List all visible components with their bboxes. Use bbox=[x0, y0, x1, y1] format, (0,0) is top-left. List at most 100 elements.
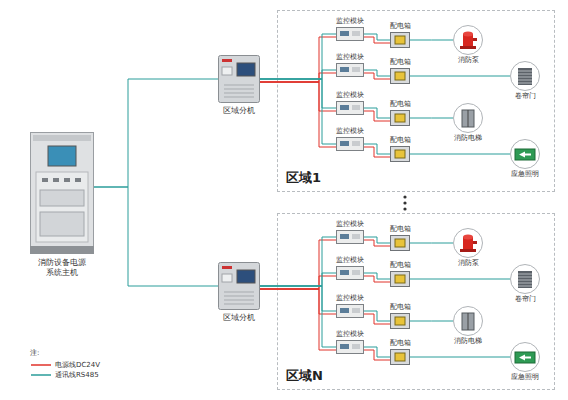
node-label: 监控模块 bbox=[336, 127, 364, 136]
shape-outline bbox=[336, 230, 364, 244]
device-circle: 应急照明 bbox=[510, 342, 540, 372]
distribution-box: 配电箱 bbox=[390, 68, 410, 84]
comm-line bbox=[94, 79, 218, 187]
cabinet-button bbox=[42, 178, 48, 182]
wire-connector bbox=[260, 286, 336, 350]
door-slat bbox=[518, 280, 532, 281]
comm-line bbox=[410, 76, 510, 77]
legend: 电源线DC24V通讯线RS485 bbox=[30, 360, 100, 380]
wire-connector bbox=[260, 237, 336, 289]
shape-outline bbox=[336, 63, 364, 77]
device-circle-outline bbox=[454, 307, 483, 336]
node-label: 配电箱 bbox=[390, 303, 411, 312]
node-label: 应急照明 bbox=[511, 170, 539, 178]
device-circle: 卷帘门 bbox=[510, 264, 540, 294]
wire-connector bbox=[260, 273, 336, 289]
lift-body bbox=[462, 110, 474, 127]
node-label: 配电箱 bbox=[390, 225, 411, 234]
door-slat bbox=[518, 77, 532, 78]
module-terminal bbox=[352, 308, 360, 313]
monitor-module: 监控模块 bbox=[336, 137, 364, 151]
box-breaker bbox=[395, 317, 405, 325]
power-line bbox=[364, 37, 390, 43]
box-body bbox=[391, 69, 410, 84]
unit-vent bbox=[224, 89, 254, 90]
unit-vent bbox=[224, 292, 254, 293]
door-body bbox=[518, 68, 532, 85]
cabinet-module bbox=[40, 212, 84, 236]
unit-logo bbox=[222, 266, 232, 269]
unit-body bbox=[219, 263, 260, 310]
module-body bbox=[337, 231, 364, 244]
comm-line bbox=[260, 286, 336, 347]
distribution-box: 配电箱 bbox=[390, 110, 410, 126]
shape-outline bbox=[218, 55, 260, 103]
monitor-module: 监控模块 bbox=[336, 304, 364, 318]
comm-line bbox=[260, 273, 336, 286]
ellipsis-dot bbox=[403, 201, 406, 204]
module-terminal bbox=[352, 67, 360, 72]
module-body bbox=[337, 267, 364, 280]
shape-outline bbox=[510, 342, 540, 372]
comm-line bbox=[364, 347, 390, 357]
shape-outline bbox=[390, 271, 410, 287]
shape-outline bbox=[510, 61, 540, 91]
cabinet-module bbox=[40, 190, 84, 206]
shape-outline bbox=[30, 132, 94, 254]
power-line bbox=[364, 350, 390, 360]
monitor-module: 监控模块 bbox=[336, 340, 364, 354]
pump-base bbox=[460, 249, 476, 252]
shape-outline bbox=[390, 349, 410, 365]
unit-keypad bbox=[222, 274, 232, 282]
node-label: 区域1 bbox=[286, 169, 321, 187]
module-display bbox=[340, 270, 349, 275]
shape-outline bbox=[453, 103, 483, 133]
wire-connector bbox=[260, 79, 336, 111]
comm-line bbox=[260, 237, 336, 286]
wire-connector bbox=[260, 34, 336, 82]
node-label: 消防泵 bbox=[458, 259, 479, 267]
shape-outline bbox=[390, 32, 410, 48]
node-label: 监控模块 bbox=[336, 17, 364, 26]
door-slat bbox=[518, 277, 532, 278]
device-circle-outline bbox=[454, 26, 483, 55]
cabinet-panel bbox=[36, 172, 88, 242]
cabinet-button bbox=[75, 178, 81, 182]
box-breaker bbox=[395, 239, 405, 247]
wire-connector bbox=[94, 187, 218, 286]
wire-connector bbox=[364, 311, 390, 324]
node-label: 消防设备电源 系统主机 bbox=[36, 258, 88, 278]
wire-connector bbox=[94, 79, 218, 187]
distribution-box: 配电箱 bbox=[390, 313, 410, 329]
door-slat bbox=[518, 83, 532, 84]
cabinet-base bbox=[30, 246, 94, 254]
door-body bbox=[518, 271, 532, 288]
box-body bbox=[391, 314, 410, 329]
legend-line-sample bbox=[31, 374, 51, 376]
power-line bbox=[260, 289, 336, 350]
node-label: 配电箱 bbox=[390, 22, 411, 31]
distribution-box: 配电箱 bbox=[390, 146, 410, 162]
unit-screen bbox=[237, 270, 255, 283]
wire-connector bbox=[410, 154, 510, 155]
box-breaker bbox=[395, 275, 405, 283]
unit-vent bbox=[224, 85, 254, 86]
device-circle: 应急照明 bbox=[510, 139, 540, 169]
shape-outline bbox=[390, 313, 410, 329]
module-body bbox=[337, 28, 364, 41]
comm-line bbox=[260, 79, 336, 108]
wire-connector bbox=[410, 40, 453, 41]
shape-outline bbox=[390, 235, 410, 251]
module-body bbox=[337, 102, 364, 115]
comm-line bbox=[410, 243, 453, 244]
module-body bbox=[337, 138, 364, 151]
node-label: 区域N bbox=[286, 367, 323, 385]
legend-text: 电源线DC24V bbox=[55, 360, 100, 370]
power-line bbox=[260, 82, 336, 111]
shape-outline bbox=[218, 262, 260, 310]
power-line bbox=[260, 276, 336, 289]
exit-arrow bbox=[519, 355, 531, 361]
